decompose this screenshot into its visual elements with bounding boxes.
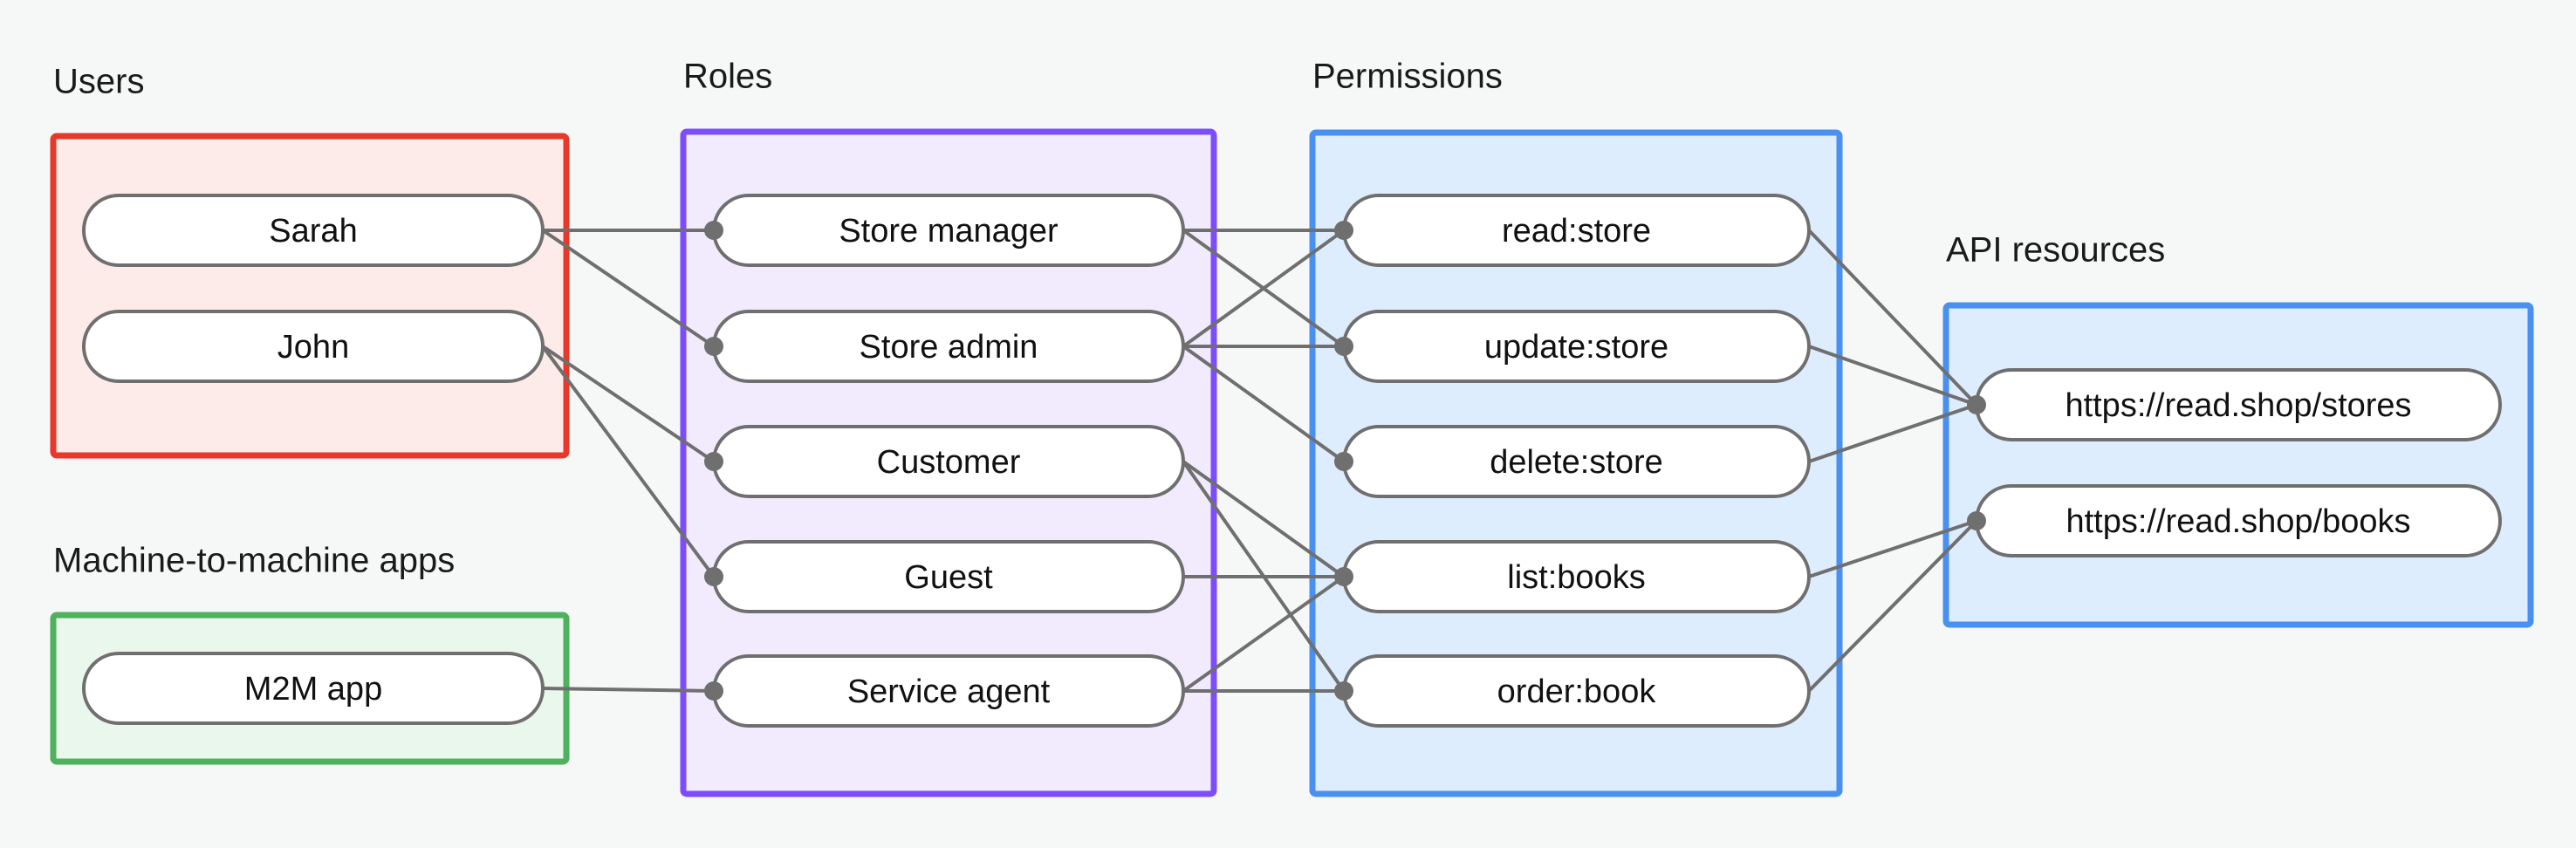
node-john[interactable] [82,310,545,383]
node-label-john: John [277,329,349,366]
edge-anchor-store_manager [704,221,723,240]
edge-list_books-to-res_books [1808,519,1977,578]
node-label-sarah: Sarah [269,213,357,250]
node-label-store_admin: Store admin [860,329,1038,366]
node-label-read_store: read:store [1502,213,1651,250]
edge-m2mapp-to-service_agent [542,687,715,693]
node-label-service_agent: Service agent [847,674,1051,710]
edge-read_store-to-res_stores [1807,229,1978,407]
edge-anchor-res_stores [1967,395,1986,414]
edge-anchor-delete_store [1334,452,1353,471]
group-label-m2m: Machine-to-machine apps [53,542,455,580]
edge-anchor-store_admin [704,337,723,356]
node-label-store_manager: Store manager [839,213,1058,250]
node-label-customer: Customer [877,444,1021,481]
group-box-users [50,133,570,459]
edge-anchor-guest [704,567,723,586]
edge-customer-to-list_books [1182,460,1346,578]
edge-anchor-read_store [1334,221,1353,240]
edge-store_admin-to-delete_store [1182,345,1346,463]
node-sarah[interactable] [82,194,545,267]
edge-service_agent-to-list_books [1182,575,1346,693]
edge-anchor-service_agent [704,681,723,701]
edge-john-to-customer [541,345,716,463]
edge-anchor-list_books [1334,567,1353,586]
edge-anchor-update_store [1334,337,1353,356]
node-label-delete_store: delete:store [1490,444,1663,481]
edge-sarah-to-store_admin [541,229,716,348]
edge-anchor-order_book [1334,681,1353,701]
node-label-list_books: list:books [1507,559,1645,596]
edge-anchor-customer [704,452,723,471]
node-m2mapp[interactable] [82,652,545,725]
node-label-order_book: order:book [1497,674,1657,710]
node-label-res_stores: https://read.shop/stores [2065,387,2411,424]
group-box-api_resources [1942,302,2534,628]
edge-anchors-layer [704,221,1986,701]
group-label-roles: Roles [683,58,772,96]
edge-update_store-to-res_stores [1808,345,1977,407]
node-label-guest: Guest [904,559,993,596]
edge-delete_store-to-res_stores [1808,403,1977,463]
node-label-res_books: https://read.shop/books [2066,503,2410,540]
group-label-users: Users [53,63,144,101]
edge-john-to-guest [541,345,716,578]
edge-store_admin-to-read_store [1182,229,1346,348]
edge-order_book-to-res_books [1807,519,1978,693]
node-label-m2mapp: M2M app [244,671,382,708]
edges-layer [541,229,1978,693]
edge-anchor-res_books [1967,511,1986,530]
group-label-permissions: Permissions [1312,58,1503,96]
group-label-api_resources: API resources [1946,231,2165,270]
node-label-update_store: update:store [1484,329,1668,366]
